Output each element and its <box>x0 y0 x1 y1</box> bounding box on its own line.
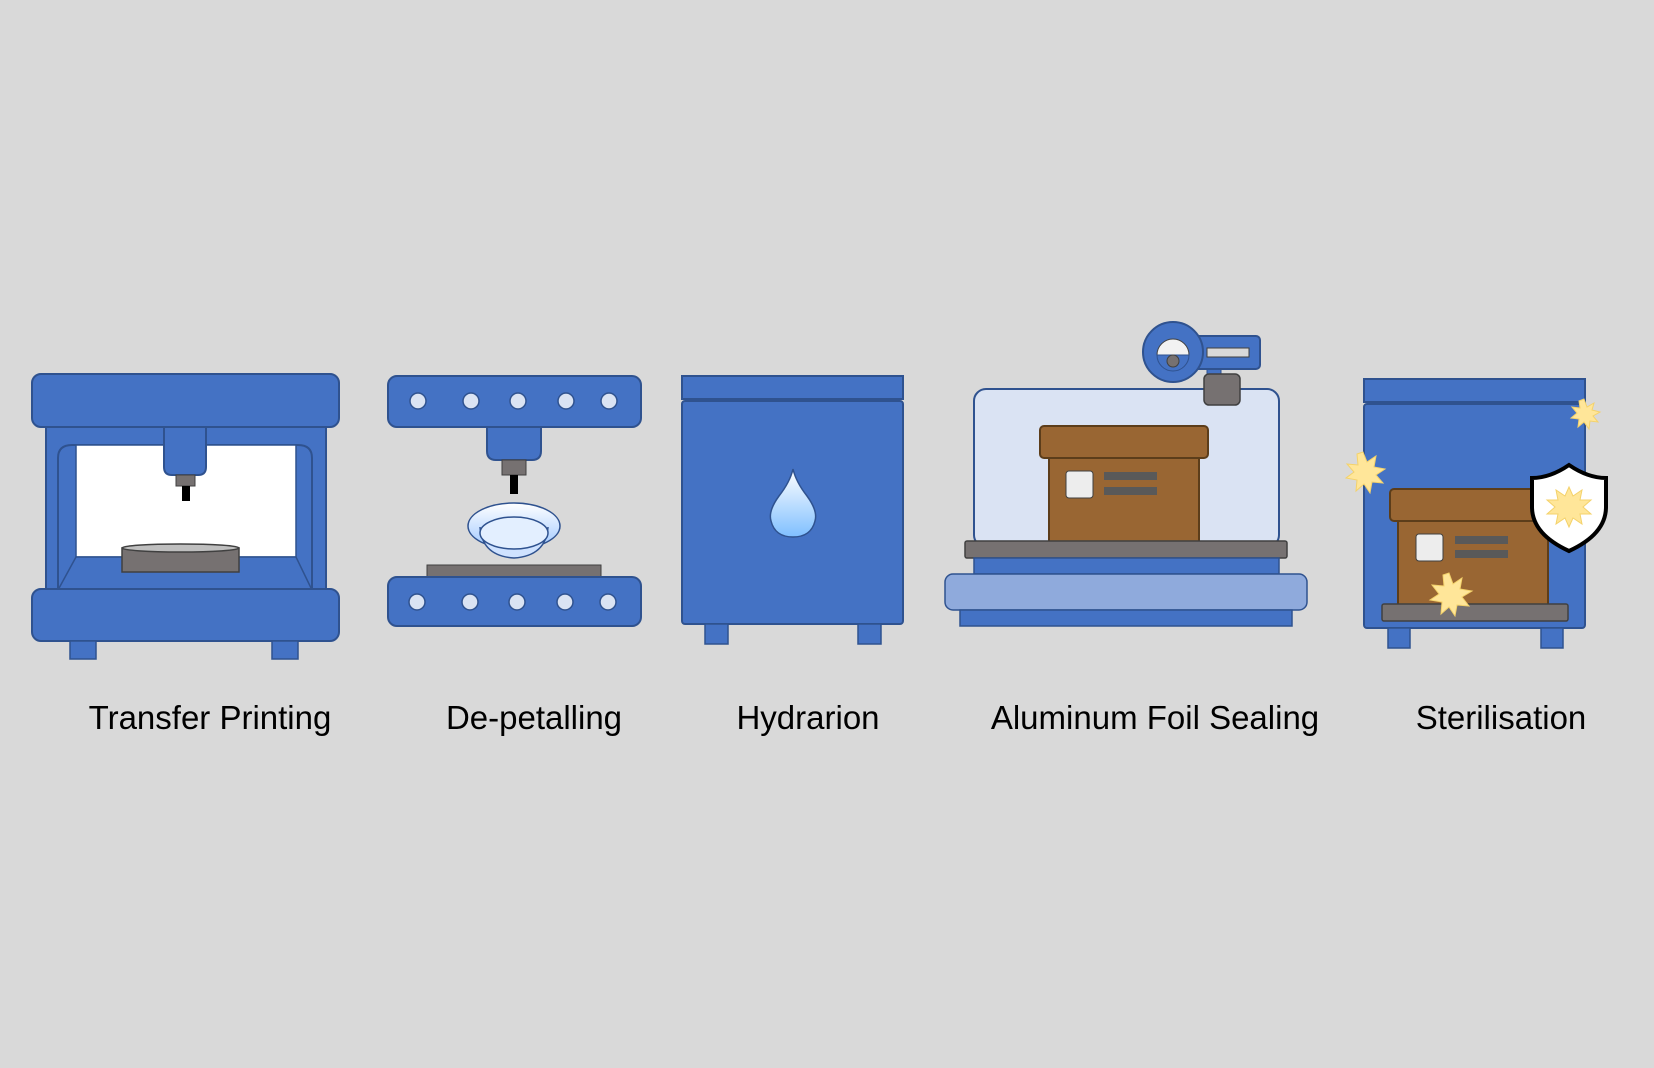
water-drop-cabinet-icon <box>681 375 904 645</box>
step-label-de-petalling: De-petalling <box>445 699 623 736</box>
sterilisation-shield-icon <box>1344 378 1608 649</box>
foil-sealing-machine-icon <box>944 321 1308 627</box>
step-label-transfer-printing: Transfer Printing <box>88 699 332 736</box>
step-label-hydrarion: Hydrarion <box>736 699 880 736</box>
step-label-aluminum-foil-sealing: Aluminum Foil Sealing <box>990 699 1320 736</box>
step-label-sterilisation: Sterilisation <box>1415 699 1587 736</box>
lens-demolding-icon <box>387 375 642 627</box>
press-machine-icon <box>31 373 340 660</box>
